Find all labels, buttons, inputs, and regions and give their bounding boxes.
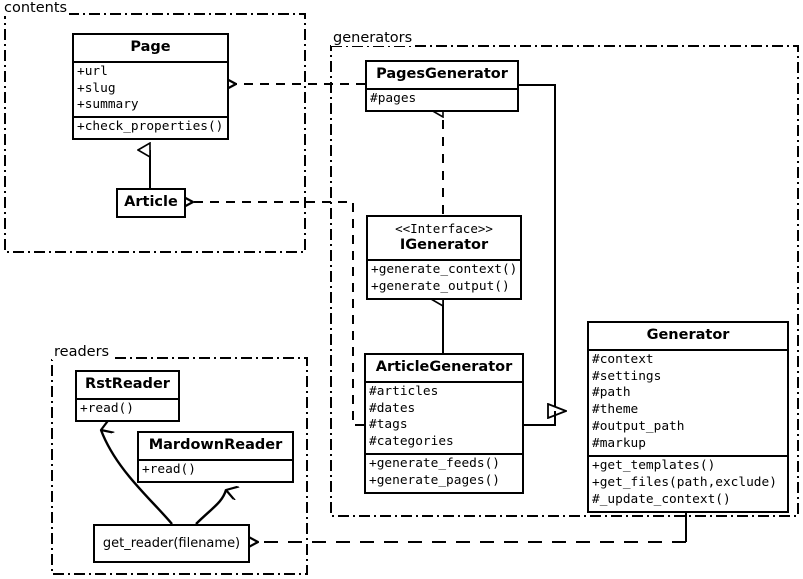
class-operation: +generate_pages() bbox=[369, 473, 500, 489]
class-box-page[interactable]: Page +url +slug +summary +check_properti… bbox=[72, 33, 229, 141]
function-box-get-reader[interactable]: get_reader(filename) bbox=[93, 524, 250, 563]
class-box-article[interactable]: Article bbox=[116, 188, 186, 218]
package-border-readers bbox=[51, 357, 308, 575]
edge-articlegenerator-to-generator bbox=[524, 411, 556, 426]
class-attributes-generator: #context #settings #path #theme #output_… bbox=[589, 348, 787, 455]
class-attribute: #theme bbox=[592, 402, 639, 418]
class-attribute: #context bbox=[592, 351, 654, 367]
class-box-mardownreader[interactable]: MardownReader +read() bbox=[137, 431, 294, 483]
class-attribute: +url bbox=[77, 63, 108, 79]
class-operations-igenerator: +generate_context() +generate_output() bbox=[368, 258, 520, 298]
class-operation: +generate_output() bbox=[371, 278, 510, 294]
package-border-contents bbox=[4, 13, 306, 253]
class-attribute: +slug bbox=[77, 80, 116, 96]
class-attribute: #tags bbox=[369, 417, 408, 433]
function-label-get-reader: get_reader(filename) bbox=[102, 536, 241, 551]
class-attribute: #settings bbox=[592, 368, 662, 384]
class-name-text: IGenerator bbox=[399, 237, 489, 254]
class-operation: +read() bbox=[80, 400, 134, 416]
class-name-rstreader: RstReader bbox=[85, 376, 170, 392]
class-attribute: #pages bbox=[370, 90, 417, 106]
class-name-articlegenerator: ArticleGenerator bbox=[375, 359, 513, 375]
class-operations-generator: +get_templates() +get_files(path,exclude… bbox=[589, 455, 787, 511]
class-name-generator: Generator bbox=[646, 327, 730, 343]
class-attribute: +summary bbox=[77, 97, 139, 113]
class-operation: +read() bbox=[142, 461, 196, 477]
class-attribute: #output_path bbox=[592, 419, 685, 435]
edge-articlegenerator-depends-article bbox=[193, 202, 364, 426]
package-label-generators: generators bbox=[331, 30, 415, 46]
class-box-articlegenerator[interactable]: ArticleGenerator #articles #dates #tags … bbox=[364, 353, 524, 495]
edge-getreader-returns-rstreader bbox=[99, 430, 173, 525]
class-box-igenerator[interactable]: <<Interface>> IGenerator +generate_conte… bbox=[366, 215, 522, 300]
class-operation: +generate_context() bbox=[371, 261, 518, 277]
class-name-article: Article bbox=[124, 194, 178, 210]
class-name-page: Page bbox=[130, 39, 171, 55]
class-attributes-articlegenerator: #articles #dates #tags #categories bbox=[366, 380, 522, 454]
class-operation: #_update_context() bbox=[592, 491, 731, 507]
class-operations-mardownreader: +read() bbox=[139, 458, 292, 481]
class-stereotype-igenerator: <<Interface>> bbox=[395, 221, 493, 236]
class-attribute: #categories bbox=[369, 434, 454, 450]
package-label-contents: contents bbox=[2, 0, 70, 16]
class-operation: +get_files(path,exclude) bbox=[592, 474, 777, 490]
class-operations-articlegenerator: +generate_feeds() +generate_pages() bbox=[366, 453, 522, 492]
class-operation: +get_templates() bbox=[592, 458, 716, 474]
class-attribute: #articles bbox=[369, 383, 439, 399]
edge-pagesgenerator-to-generator bbox=[519, 84, 566, 411]
class-name-pagesgenerator: PagesGenerator bbox=[376, 66, 508, 82]
class-attributes-page: +url +slug +summary bbox=[74, 60, 227, 117]
class-operation: +check_properties() bbox=[77, 119, 224, 135]
package-border-generators bbox=[330, 45, 799, 517]
class-attribute: #dates bbox=[369, 400, 416, 416]
class-box-rstreader[interactable]: RstReader +read() bbox=[75, 370, 180, 422]
class-box-generator[interactable]: Generator #context #settings #path #them… bbox=[587, 321, 789, 513]
class-name-mardownreader: MardownReader bbox=[148, 437, 283, 453]
class-box-pagesgenerator[interactable]: PagesGenerator #pages bbox=[365, 60, 519, 112]
package-label-readers: readers bbox=[52, 344, 112, 360]
class-attribute: #path bbox=[592, 385, 631, 401]
class-operations-page: +check_properties() bbox=[74, 116, 227, 138]
class-attribute: #markup bbox=[592, 436, 646, 452]
edge-getreader-returns-mardownreader bbox=[195, 490, 226, 525]
class-operation: +generate_feeds() bbox=[369, 456, 500, 472]
class-attributes-pagesgenerator: #pages bbox=[367, 87, 517, 110]
class-name-igenerator: <<Interface>> IGenerator bbox=[368, 217, 520, 259]
class-operations-rstreader: +read() bbox=[77, 397, 178, 420]
